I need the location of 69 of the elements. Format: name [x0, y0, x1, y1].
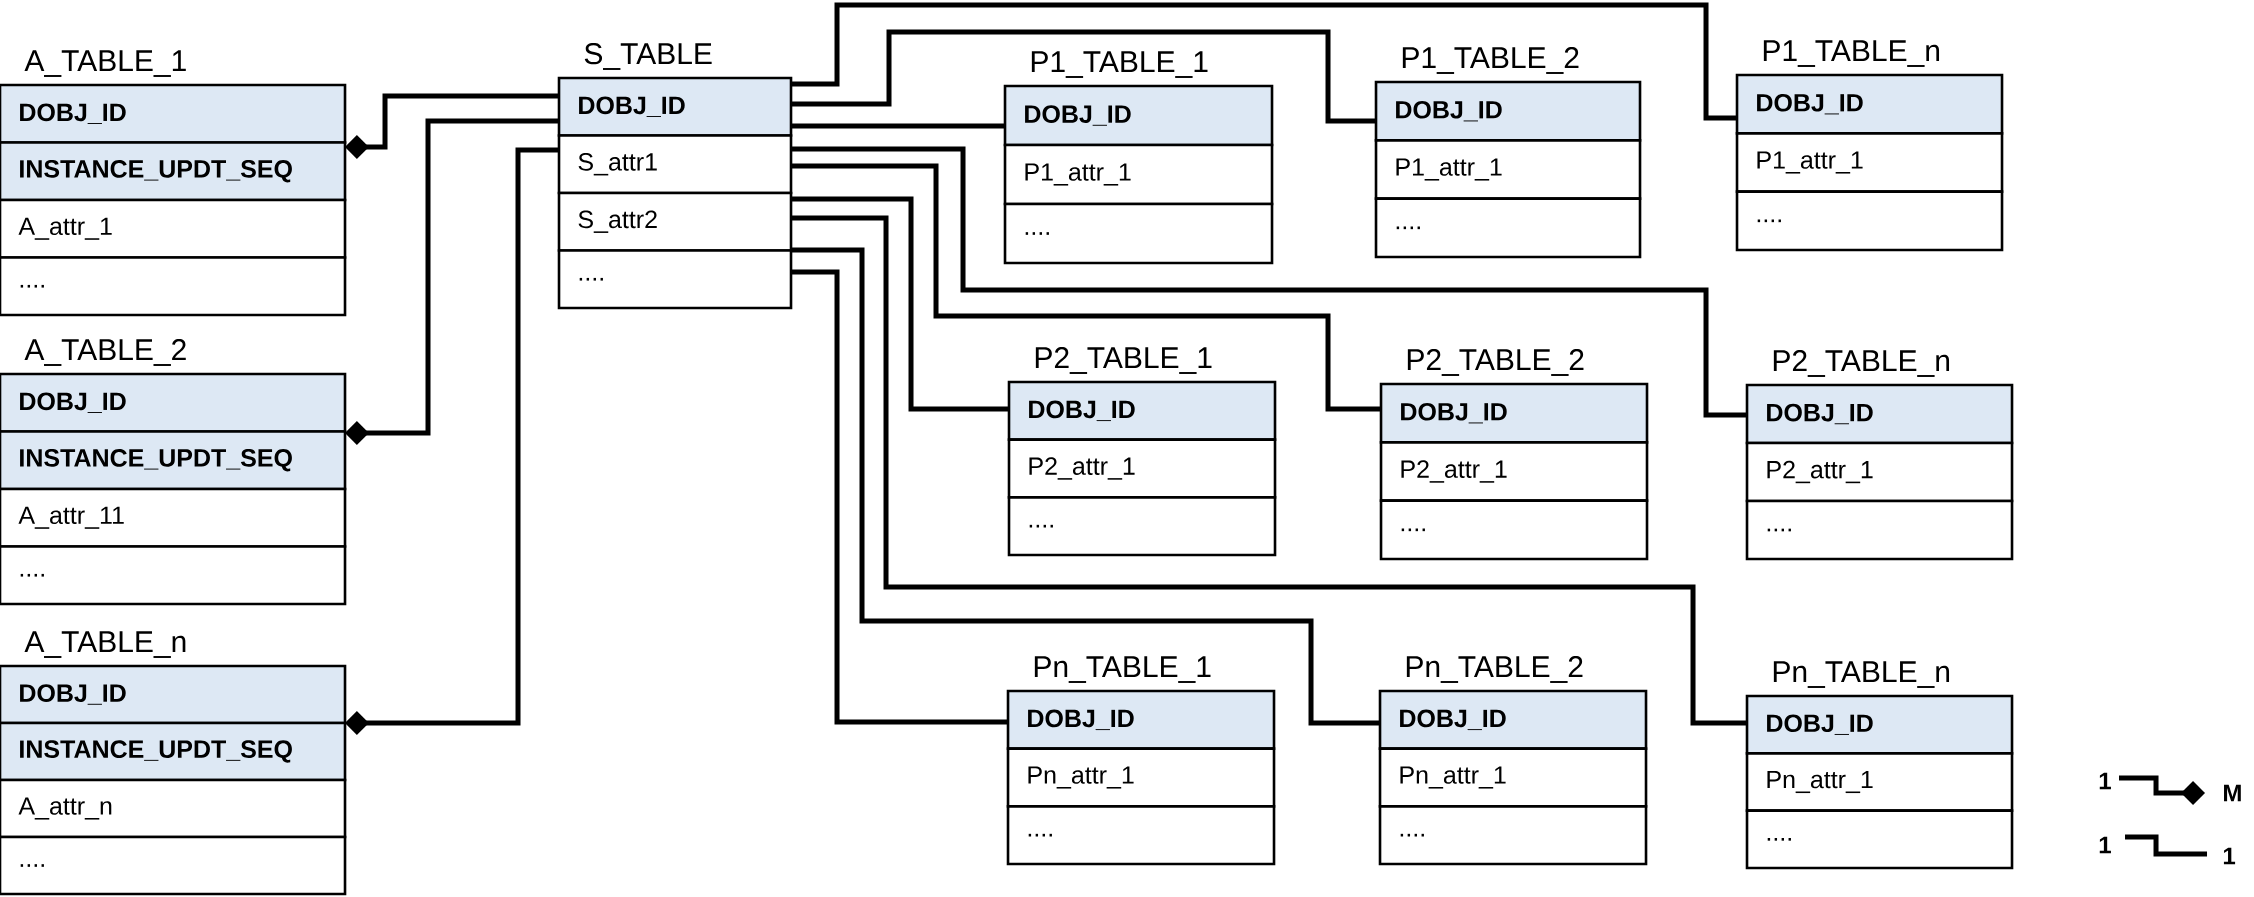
key-field: INSTANCE_UPDT_SEQ [0, 721, 347, 782]
attribute-field: A_attr_n [0, 778, 347, 839]
table-name: P2_TABLE_2 [1407, 349, 1584, 376]
attribute-field: .... [1379, 499, 1649, 561]
key-field: DOBJ_ID [0, 372, 347, 433]
key-field: DOBJ_ID [1378, 689, 1648, 750]
attribute-field: .... [557, 249, 793, 310]
key-field: DOBJ_ID [1379, 382, 1649, 444]
attribute-field: P2_attr_1 [1007, 438, 1277, 499]
attribute-field: P1_attr_1 [1374, 139, 1642, 200]
key-field: DOBJ_ID [1374, 80, 1642, 142]
connector [791, 2, 1738, 121]
table-name: A_TABLE_2 [24, 339, 186, 366]
key-field: DOBJ_ID [1745, 694, 2014, 755]
attribute-field: .... [1378, 805, 1648, 866]
connector [791, 269, 1008, 725]
connector [791, 163, 1381, 412]
attribute-field: .... [0, 545, 347, 606]
table-name: P2_TABLE_1 [1035, 347, 1212, 374]
table-name: A_TABLE_n [24, 631, 186, 658]
attribute-field: .... [1745, 809, 2014, 870]
connector [791, 196, 1009, 412]
attribute-field: S_attr1 [557, 134, 793, 195]
key-field: DOBJ_ID [0, 83, 347, 144]
key-field: DOBJ_ID [1735, 73, 2004, 135]
attribute-field: A_attr_1 [0, 198, 347, 259]
table-name: S_TABLE [584, 43, 712, 70]
table-name: Pn_TABLE_1 [1034, 656, 1211, 683]
connector [791, 146, 1748, 418]
attribute-field: Pn_attr_1 [1006, 747, 1276, 808]
key-field: DOBJ_ID [1003, 84, 1274, 147]
attribute-field: P1_attr_1 [1003, 143, 1274, 206]
attribute-field: P2_attr_1 [1379, 441, 1649, 502]
key-field: DOBJ_ID [0, 664, 347, 725]
key-field: DOBJ_ID [1745, 383, 2014, 445]
table-name: Pn_TABLE_2 [1406, 656, 1583, 683]
attribute-field: Pn_attr_1 [1745, 752, 2014, 812]
table-name: P1_TABLE_1 [1031, 51, 1208, 78]
table-name: Pn_TABLE_n [1773, 661, 1950, 688]
attribute-field: .... [1735, 190, 2004, 252]
attribute-field: .... [0, 835, 347, 896]
attribute-field: .... [1374, 197, 1642, 259]
attribute-field: .... [1003, 202, 1274, 265]
key-field: DOBJ_ID [1007, 380, 1277, 441]
cardinality-label: 1 [2099, 836, 2111, 854]
key-field: INSTANCE_UPDT_SEQ [0, 141, 347, 202]
attribute-field: P1_attr_1 [1735, 132, 2004, 193]
table-name: P1_TABLE_2 [1402, 47, 1579, 74]
key-field: DOBJ_ID [1006, 689, 1276, 750]
connector [791, 215, 1748, 726]
connector [791, 29, 1376, 124]
attribute-field: Pn_attr_1 [1378, 747, 1648, 808]
attribute-field: .... [1006, 805, 1276, 866]
cardinality-label: M [2224, 784, 2241, 802]
attribute-field: P2_attr_1 [1745, 441, 2014, 503]
attribute-field: A_attr_11 [0, 487, 347, 548]
attribute-field: S_attr2 [557, 191, 793, 252]
attribute-field: .... [1745, 499, 2014, 561]
table-name: A_TABLE_1 [24, 50, 186, 77]
connector [791, 247, 1380, 726]
table-name: P2_TABLE_n [1773, 350, 1950, 377]
cardinality-label: 1 [2223, 847, 2236, 865]
table-name: P1_TABLE_n [1763, 40, 1940, 67]
attribute-field: .... [1007, 496, 1277, 557]
attribute-field: .... [0, 256, 347, 317]
cardinality-label: 1 [2099, 772, 2111, 790]
connector [791, 123, 1006, 129]
key-field: INSTANCE_UPDT_SEQ [0, 430, 347, 491]
key-field: DOBJ_ID [557, 76, 793, 137]
